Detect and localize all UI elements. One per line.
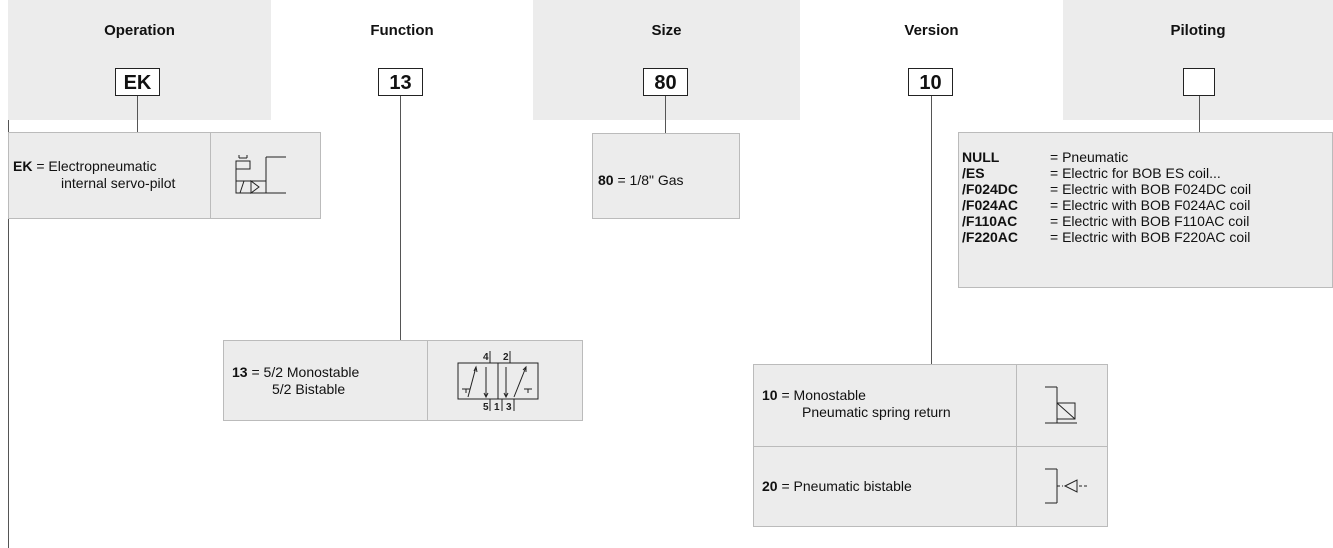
- version-row-20-eq: = Pneumatic bistable: [781, 478, 912, 494]
- piloting-row-f024dc: /F024DC = Electric with BOB F024DC coil: [962, 181, 1251, 197]
- function-option-eq: = 5/2 Monostable: [251, 364, 360, 380]
- port-label-5: 5: [483, 402, 489, 413]
- piloting-row-es: /ES = Electric for BOB ES coil...: [962, 165, 1251, 181]
- version-option-box: 10 = Monostable Pneumatic spring return …: [753, 364, 1108, 527]
- header-function-title: Function: [370, 22, 434, 39]
- piloting-desc: = Electric with BOB F110AC coil: [1050, 213, 1250, 229]
- connector-size: [665, 96, 666, 134]
- header-version-title: Version: [904, 22, 959, 39]
- port-label-1: 1: [494, 402, 500, 413]
- code-box-size: 80: [643, 68, 688, 96]
- size-option-code: 80: [598, 172, 614, 188]
- code-box-function: 13: [378, 68, 423, 96]
- piloting-row-f110ac: /F110AC = Electric with BOB F110AC coil: [962, 213, 1251, 229]
- version-row-20-code: 20: [762, 478, 778, 494]
- piloting-desc: = Electric with BOB F024DC coil: [1050, 181, 1252, 197]
- size-option-text: 80 = 1/8" Gas: [598, 172, 684, 189]
- piloting-desc: = Electric for BOB ES coil...: [1050, 165, 1221, 181]
- connector-piloting: [1199, 96, 1200, 133]
- piloting-code: /F110AC: [962, 213, 1018, 229]
- port-label-4: 4: [483, 352, 489, 363]
- piloting-code: /ES: [962, 165, 985, 181]
- pneumatic-pilot-icon: [1045, 468, 1087, 504]
- code-box-piloting: [1183, 68, 1215, 96]
- function-option-code: 13: [232, 364, 248, 380]
- header-piloting-title: Piloting: [1170, 22, 1226, 39]
- version-row-20-symbol-cell: [1016, 447, 1108, 527]
- operation-option-eq: = Electropneumatic: [36, 158, 157, 174]
- header-size-title: Size: [651, 22, 682, 39]
- piloting-desc: = Pneumatic: [1050, 149, 1129, 165]
- left-border-line: [8, 0, 9, 548]
- code-box-operation: EK: [115, 68, 160, 96]
- version-row-10-code: 10: [762, 387, 778, 403]
- operation-option-line2: internal servo-pilot: [61, 175, 176, 191]
- piloting-option-box: NULL = Pneumatic /ES = Electric for BOB ES…: [958, 132, 1333, 288]
- spring-return-icon: [1045, 386, 1077, 424]
- electropneumatic-pilot-icon: [235, 155, 286, 194]
- header-version: Version: [800, 0, 1063, 120]
- version-row-10-symbol-cell: [1016, 365, 1108, 446]
- connector-version: [931, 96, 932, 365]
- piloting-row-f024ac: /F024AC = Electric with BOB F024AC coil: [962, 197, 1251, 213]
- header-operation-title: Operation: [104, 22, 175, 39]
- operation-option-code: EK: [13, 158, 33, 174]
- piloting-code: /F220AC: [962, 229, 1019, 245]
- port-label-2: 2: [503, 352, 509, 363]
- size-option-box: 80 = 1/8" Gas: [592, 133, 740, 219]
- header-size: Size: [533, 0, 800, 120]
- function-symbol-cell: 4 2 5 1 3: [427, 341, 584, 421]
- function-option-line2: 5/2 Bistable: [272, 381, 346, 397]
- operation-symbol-cell: [210, 133, 322, 219]
- code-box-version: 10: [908, 68, 953, 96]
- piloting-code: /F024DC: [962, 181, 1019, 197]
- piloting-desc: = Electric with BOB F024AC coil: [1050, 197, 1251, 213]
- header-function: Function: [271, 0, 533, 120]
- version-row-10-line2: Pneumatic spring return: [802, 404, 951, 420]
- version-row-20-text: 20 = Pneumatic bistable: [762, 478, 912, 495]
- function-option-box: 13 = 5/2 Monostable 5/2 Bistable: [223, 340, 583, 421]
- piloting-desc: = Electric with BOB F220AC coil: [1050, 229, 1251, 245]
- valve-5-2-icon: 4 2 5 1 3: [457, 351, 539, 413]
- version-row-10-text: 10 = Monostable Pneumatic spring return: [762, 387, 951, 421]
- piloting-row-null: NULL = Pneumatic: [962, 149, 1251, 165]
- version-row-20: 20 = Pneumatic bistable: [754, 447, 1107, 527]
- header-piloting: Piloting: [1063, 0, 1333, 120]
- connector-operation: [137, 96, 138, 133]
- header-operation: Operation: [8, 0, 271, 120]
- size-option-eq: = 1/8" Gas: [617, 172, 684, 188]
- version-row-10: 10 = Monostable Pneumatic spring return: [754, 365, 1107, 447]
- operation-option-text: EK = Electropneumatic internal servo-pil…: [13, 158, 175, 192]
- operation-option-box: EK = Electropneumatic internal servo-pil…: [8, 132, 321, 219]
- connector-function: [400, 96, 401, 340]
- piloting-list: NULL = Pneumatic /ES = Electric for BOB ES…: [962, 149, 1251, 245]
- piloting-code: /F024AC: [962, 197, 1019, 213]
- version-row-10-eq: = Monostable: [781, 387, 866, 403]
- port-label-3: 3: [506, 402, 512, 413]
- function-option-text: 13 = 5/2 Monostable 5/2 Bistable: [232, 364, 359, 398]
- piloting-code: NULL: [962, 149, 1000, 165]
- piloting-row-f220ac: /F220AC = Electric with BOB F220AC coil: [962, 229, 1251, 245]
